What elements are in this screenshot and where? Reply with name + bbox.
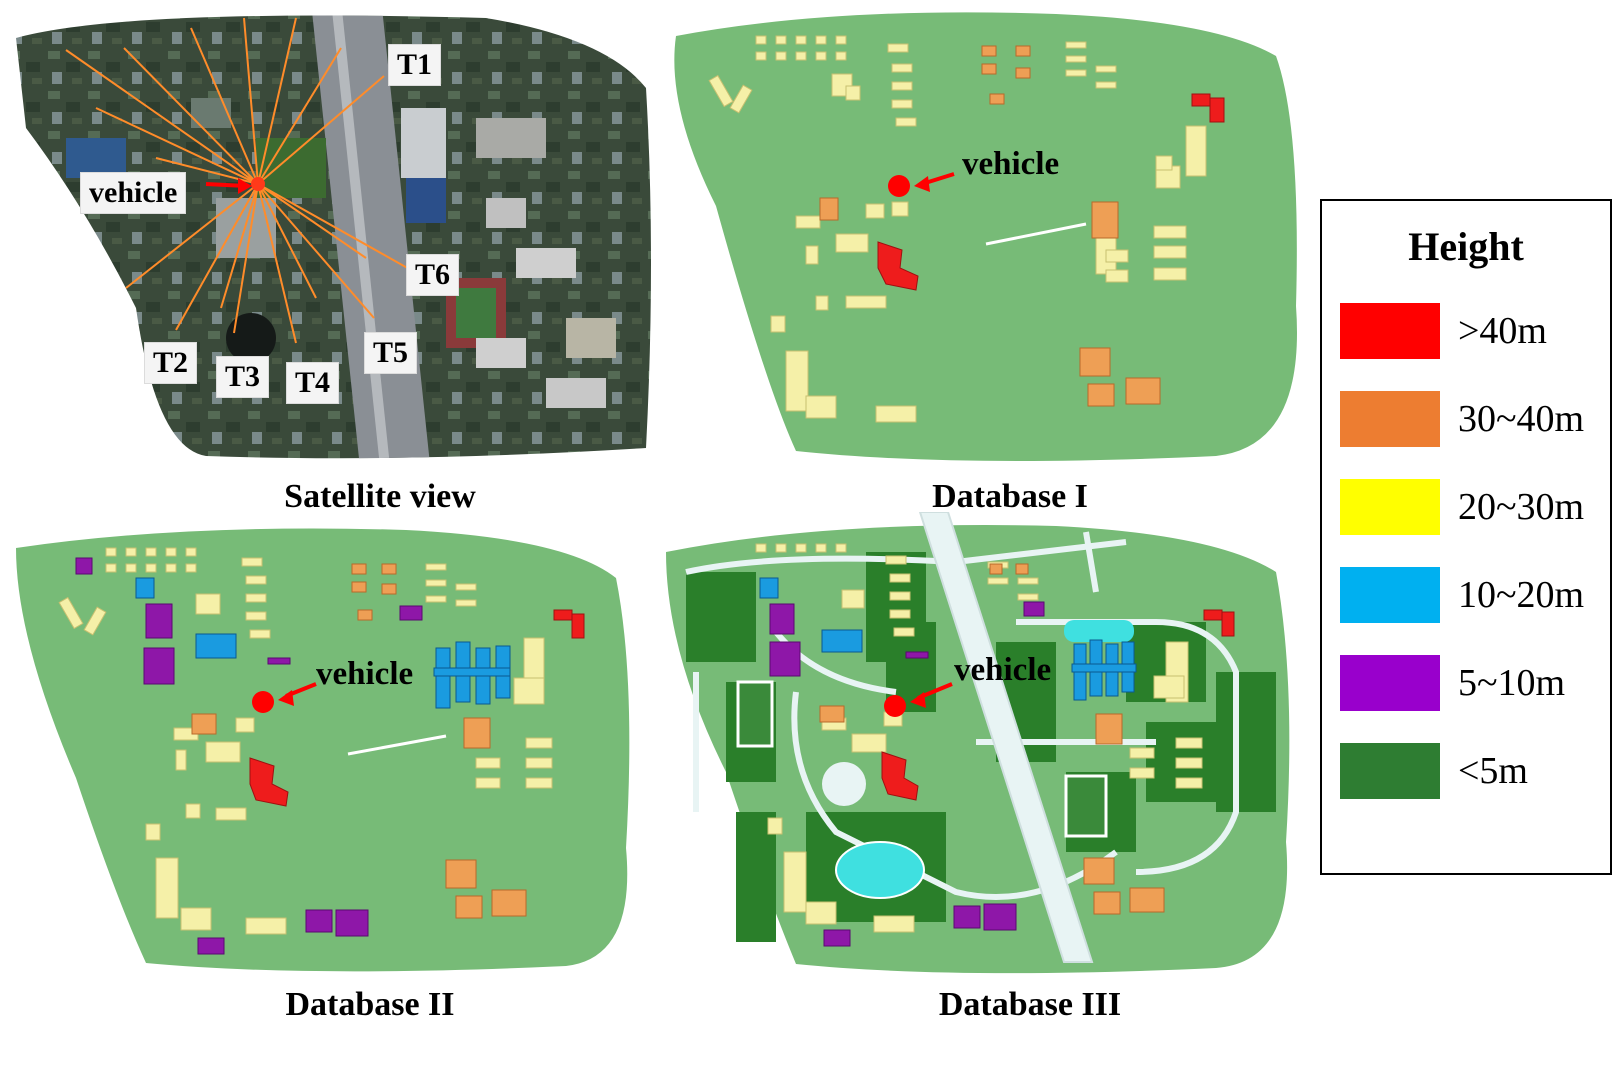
database-ii-panel	[6, 518, 646, 978]
legend-item: 30~40m	[1340, 391, 1600, 451]
vehicle-marker-db2	[252, 691, 274, 713]
vehicle-label-db3: vehicle	[954, 652, 1052, 688]
propagation-rays	[65, 17, 412, 344]
tx-label-t1: T1	[388, 44, 442, 86]
legend-label: 10~20m	[1458, 574, 1585, 616]
legend-swatch	[1340, 743, 1440, 799]
legend-item: 5~10m	[1340, 655, 1600, 715]
tx-label-t5: T5	[364, 332, 418, 374]
legend-label: 5~10m	[1458, 662, 1566, 704]
database-ii-map	[16, 528, 630, 972]
caption-database-iii: Database III	[938, 986, 1122, 1023]
legend-item: 20~30m	[1340, 479, 1600, 539]
legend-label: 30~40m	[1458, 398, 1585, 440]
caption-database-ii: Database II	[285, 986, 455, 1023]
vehicle-label-db2: vehicle	[316, 656, 414, 692]
vehicle-marker-db1	[888, 175, 910, 197]
legend-swatch	[1340, 655, 1440, 711]
legend-title: Height	[1408, 224, 1524, 269]
legend-item: <5m	[1340, 743, 1600, 803]
lake	[835, 841, 925, 899]
database-iii-map	[666, 512, 1290, 974]
tx-label-t6: T6	[406, 254, 460, 296]
tx-label-t3: T3	[216, 356, 270, 398]
vehicle-label-db1: vehicle	[962, 146, 1060, 182]
legend-item: >40m	[1340, 303, 1600, 363]
vehicle-marker-db3	[884, 695, 906, 717]
height-legend: Height >40m 30~40m 20~30m 10~20m 5~10m <…	[1320, 199, 1612, 875]
legend-label: 20~30m	[1458, 486, 1585, 528]
highway	[918, 512, 1094, 963]
caption-database-i: Database I	[932, 478, 1088, 515]
database-i-panel	[656, 6, 1306, 466]
vehicle-marker	[251, 177, 265, 191]
tx-label-t2: T2	[144, 342, 198, 384]
database-i-map	[674, 12, 1297, 461]
legend-swatch	[1340, 479, 1440, 535]
legend-label: <5m	[1458, 750, 1528, 792]
tx-label-t4: T4	[286, 362, 340, 404]
vehicle-label-satellite: vehicle	[80, 172, 187, 214]
legend-label: >40m	[1458, 310, 1547, 352]
legend-swatch	[1340, 303, 1440, 359]
caption-satellite-view: Satellite view	[284, 478, 476, 515]
legend-swatch	[1340, 391, 1440, 447]
legend-swatch	[1340, 567, 1440, 623]
database-iii-panel	[656, 512, 1306, 982]
legend-item: 10~20m	[1340, 567, 1600, 627]
